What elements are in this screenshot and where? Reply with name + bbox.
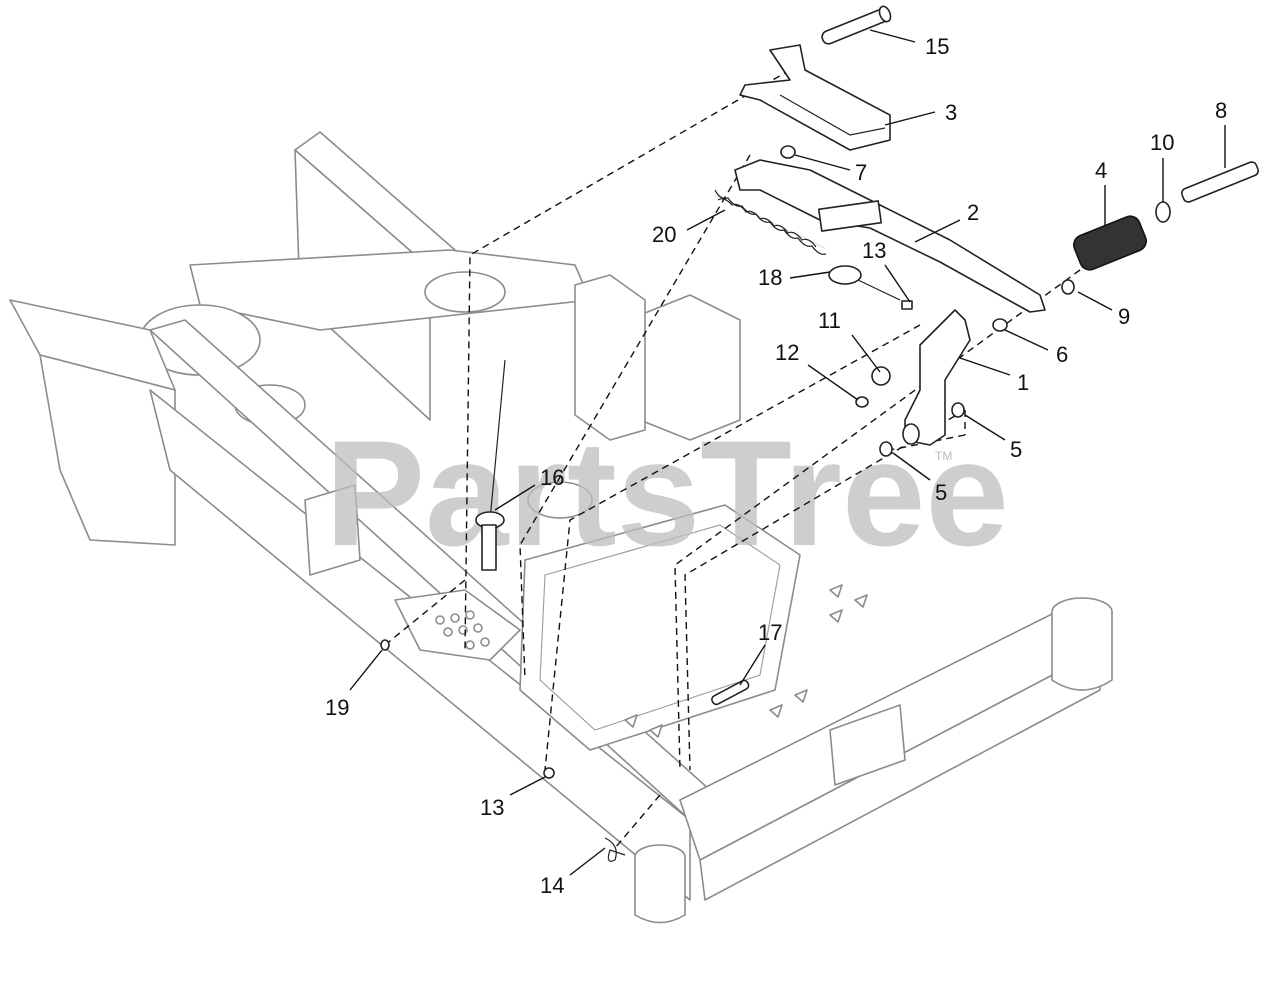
part-screw-9 — [1061, 279, 1075, 295]
part-hairpin-14 — [604, 837, 626, 862]
part-pin-15 — [821, 5, 892, 45]
watermark: PartsTree TM — [325, 409, 1009, 577]
watermark-text: PartsTree — [325, 409, 1009, 577]
part-bushing-5b — [879, 441, 893, 457]
callout-2: 2 — [967, 200, 979, 225]
part-washer-11 — [871, 366, 891, 386]
callout-15: 15 — [925, 34, 949, 59]
callout-12: 12 — [775, 340, 799, 365]
callout-10: 10 — [1150, 130, 1174, 155]
watermark-trademark: TM — [935, 449, 952, 463]
callout-13-lower: 13 — [480, 795, 504, 820]
callout-20: 20 — [652, 222, 676, 247]
callout-4: 4 — [1095, 158, 1107, 183]
callout-3: 3 — [945, 100, 957, 125]
deck-holes — [624, 584, 868, 738]
callout-labels: 15 3 7 8 10 4 2 20 13 18 9 11 6 12 1 5 5… — [325, 34, 1227, 898]
assembly-lines — [384, 69, 1081, 849]
callout-5-lower: 5 — [935, 480, 947, 505]
part-eyebolt-18 — [828, 265, 901, 301]
part-clip-19 — [380, 639, 390, 651]
part-washer-10 — [1155, 201, 1171, 223]
part-bolt-8 — [1180, 161, 1260, 203]
part-nut-12 — [855, 396, 869, 408]
parts — [380, 5, 1260, 862]
part-bushing-5a — [951, 402, 965, 418]
part-nut-13b — [543, 767, 555, 779]
callout-13-upper: 13 — [862, 238, 886, 263]
part-grip-4 — [1073, 215, 1147, 271]
callout-1: 1 — [1017, 370, 1029, 395]
part-knob-16 — [475, 359, 506, 571]
leader-lines — [349, 29, 1226, 876]
callout-14: 14 — [540, 873, 564, 898]
part-lever-2 — [734, 159, 1046, 313]
part-spring-20 — [714, 189, 827, 255]
part-nut-13a — [901, 300, 913, 310]
part-nut-6 — [992, 318, 1008, 332]
callout-7: 7 — [855, 160, 867, 185]
callout-16: 16 — [540, 465, 564, 490]
callout-17: 17 — [758, 620, 782, 645]
callout-18: 18 — [758, 265, 782, 290]
callout-8: 8 — [1215, 98, 1227, 123]
part-bracket-3 — [739, 44, 891, 151]
part-pin-17 — [711, 679, 750, 706]
callout-11: 11 — [818, 308, 841, 333]
callout-5-upper: 5 — [1010, 437, 1022, 462]
foot-plate-holes — [435, 610, 490, 650]
part-bracket-1 — [902, 309, 971, 446]
callout-6: 6 — [1056, 342, 1068, 367]
callout-9: 9 — [1118, 304, 1130, 329]
callout-19: 19 — [325, 695, 349, 720]
part-clip-7 — [780, 145, 796, 159]
